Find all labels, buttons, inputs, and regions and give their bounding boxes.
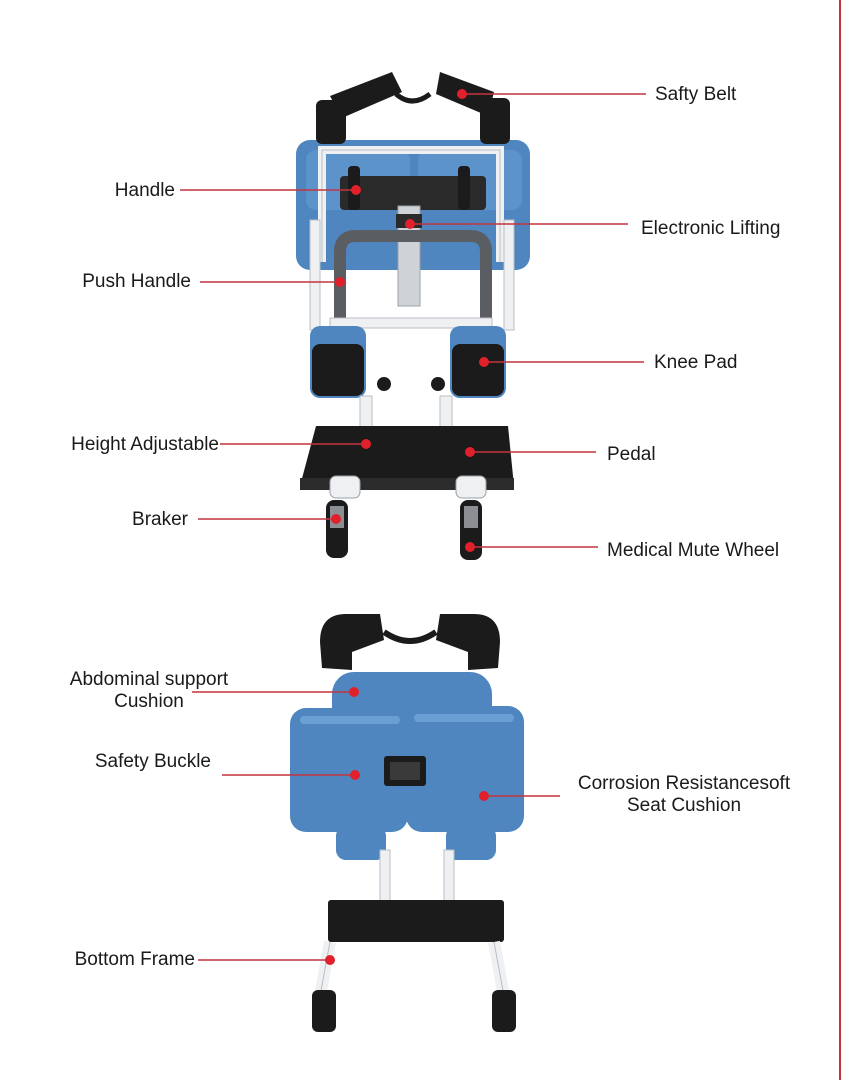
leader-abdominal-cushion: [192, 687, 359, 697]
chair-front-view: [296, 72, 530, 560]
leader-bottom-frame: [198, 955, 335, 965]
label-height-adjustable: Height Adjustable: [71, 434, 219, 455]
label-braker: Braker: [132, 509, 188, 530]
safety-belt-2: [320, 614, 384, 670]
label-safety-buckle: Safety Buckle: [94, 751, 211, 772]
push-handle: [334, 230, 492, 332]
label-abdominal-cushion: Abdominal support Cushion: [50, 669, 248, 713]
label-push-handle: Push Handle: [82, 271, 191, 292]
label-medical-mute-wheel: Medical Mute Wheel: [607, 540, 780, 561]
leader-seat-cushion: [479, 791, 560, 801]
leader-braker: [198, 514, 341, 524]
leader-knee-pad: [479, 357, 644, 367]
seat-cushion-right: [406, 706, 524, 832]
safety-belt: [316, 72, 510, 144]
label-electronic-lifting: Electronic Lifting: [641, 218, 781, 239]
label-abdominal-line1: Abdominal support: [69, 669, 229, 690]
leader-safty-belt: [457, 89, 646, 99]
right-border-line: [839, 0, 841, 1080]
label-knee-pad: Knee Pad: [654, 352, 738, 373]
label-seat-line2: Seat Cushion: [626, 795, 742, 816]
label-seat-line1: Corrosion Resistancesoft: [577, 773, 791, 794]
leader-pedal: [465, 447, 596, 457]
leader-height-adjustable: [220, 439, 371, 449]
leader-medical-mute-wheel: [465, 542, 598, 552]
leader-handle: [180, 185, 361, 195]
leader-push-handle: [200, 277, 345, 287]
leader-lines: [180, 89, 646, 965]
label-handle: Handle: [114, 180, 175, 201]
label-seat-cushion: Corrosion Resistancesoft Seat Cushion: [566, 773, 802, 817]
leader-safety-buckle: [222, 770, 360, 780]
label-bottom-frame: Bottom Frame: [74, 949, 195, 970]
label-abdominal-line2: Cushion: [114, 691, 184, 712]
label-pedal: Pedal: [607, 444, 656, 465]
chair-seat-view: [290, 614, 524, 1032]
base-plate: [328, 900, 504, 942]
pedal: [300, 426, 514, 486]
leader-electronic-lifting: [405, 219, 628, 229]
seat-cushion-left: [290, 708, 408, 832]
label-safty-belt: Safty Belt: [655, 84, 737, 105]
